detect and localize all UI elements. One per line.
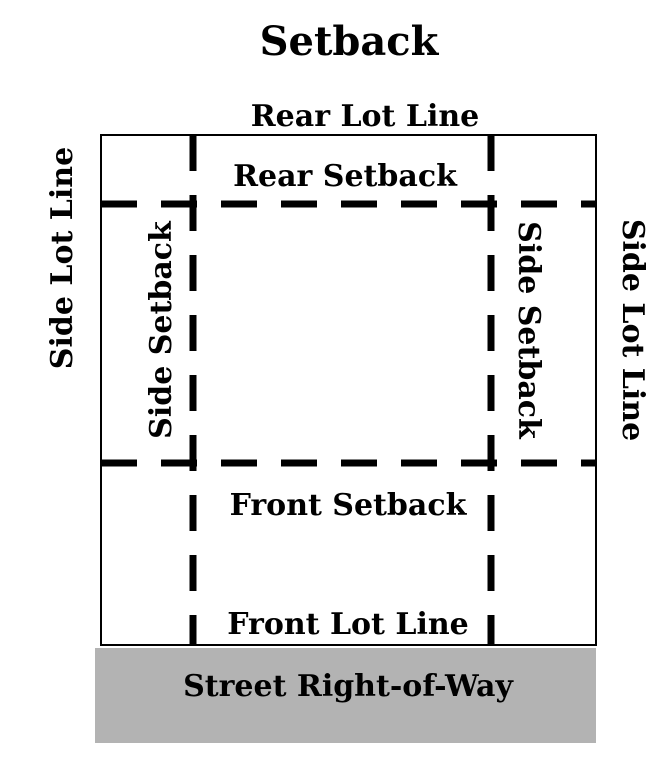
side-setback-left-label: Side Setback — [144, 220, 179, 439]
street-right-of-way — [95, 648, 596, 743]
street-label: Street Right-of-Way — [183, 669, 514, 704]
front-setback-label: Front Setback — [230, 488, 468, 523]
lot-boundary — [100, 134, 597, 646]
side-setback-right-label: Side Setback — [511, 221, 546, 440]
diagram-title: Setback — [260, 18, 440, 65]
rear-lot-line-label: Rear Lot Line — [251, 99, 480, 134]
front-lot-line-label: Front Lot Line — [227, 607, 469, 642]
setback-lines — [101, 135, 596, 645]
side-lot-line-left-label: Side Lot Line — [45, 147, 80, 369]
side-lot-line-right-label: Side Lot Line — [615, 219, 650, 441]
rear-setback-label: Rear Setback — [233, 159, 458, 194]
